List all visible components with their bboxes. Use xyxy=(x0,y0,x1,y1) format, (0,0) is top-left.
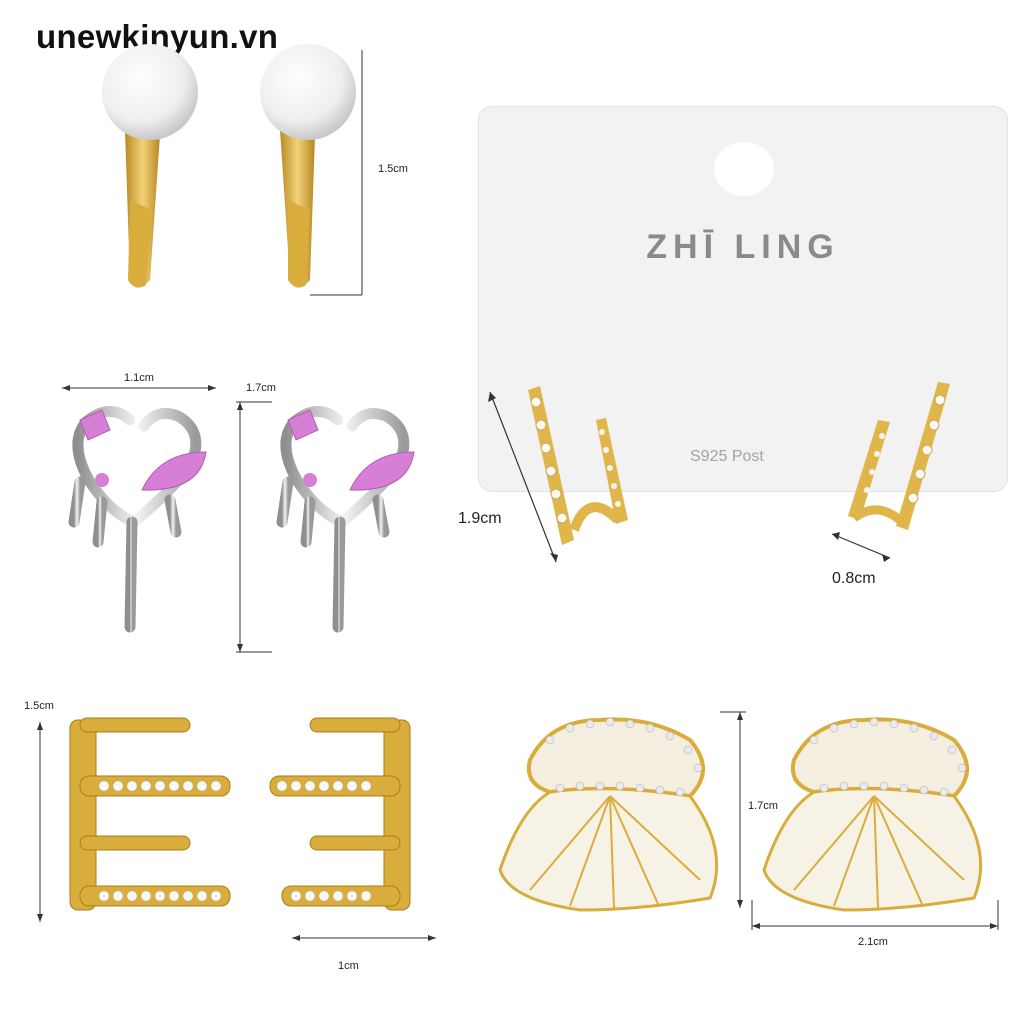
pearl-height-label: 1.5cm xyxy=(378,163,408,175)
cuff-earrings-image xyxy=(37,717,436,941)
card-post-label: S925 Post xyxy=(690,448,764,465)
card-brand: ZHĪ LING xyxy=(646,228,840,266)
heart-earrings-image xyxy=(62,385,415,653)
pearl-earrings-image xyxy=(102,44,363,296)
pearl-bar-earrings-image xyxy=(488,382,950,563)
pearl-bar-height-label: 1.9cm xyxy=(458,510,502,527)
butterfly-earrings-image xyxy=(498,711,999,930)
heart-height-label: 1.7cm xyxy=(246,382,276,394)
cuff-width-label: 1cm xyxy=(338,960,359,972)
butterfly-height-label: 1.7cm xyxy=(748,800,778,812)
heart-width-label: 1.1cm xyxy=(124,372,154,384)
butterfly-width-label: 2.1cm xyxy=(858,936,888,948)
pearl-bar-width-label: 0.8cm xyxy=(832,570,876,587)
cuff-height-label: 1.5cm xyxy=(24,700,54,712)
card-hole xyxy=(714,142,774,196)
